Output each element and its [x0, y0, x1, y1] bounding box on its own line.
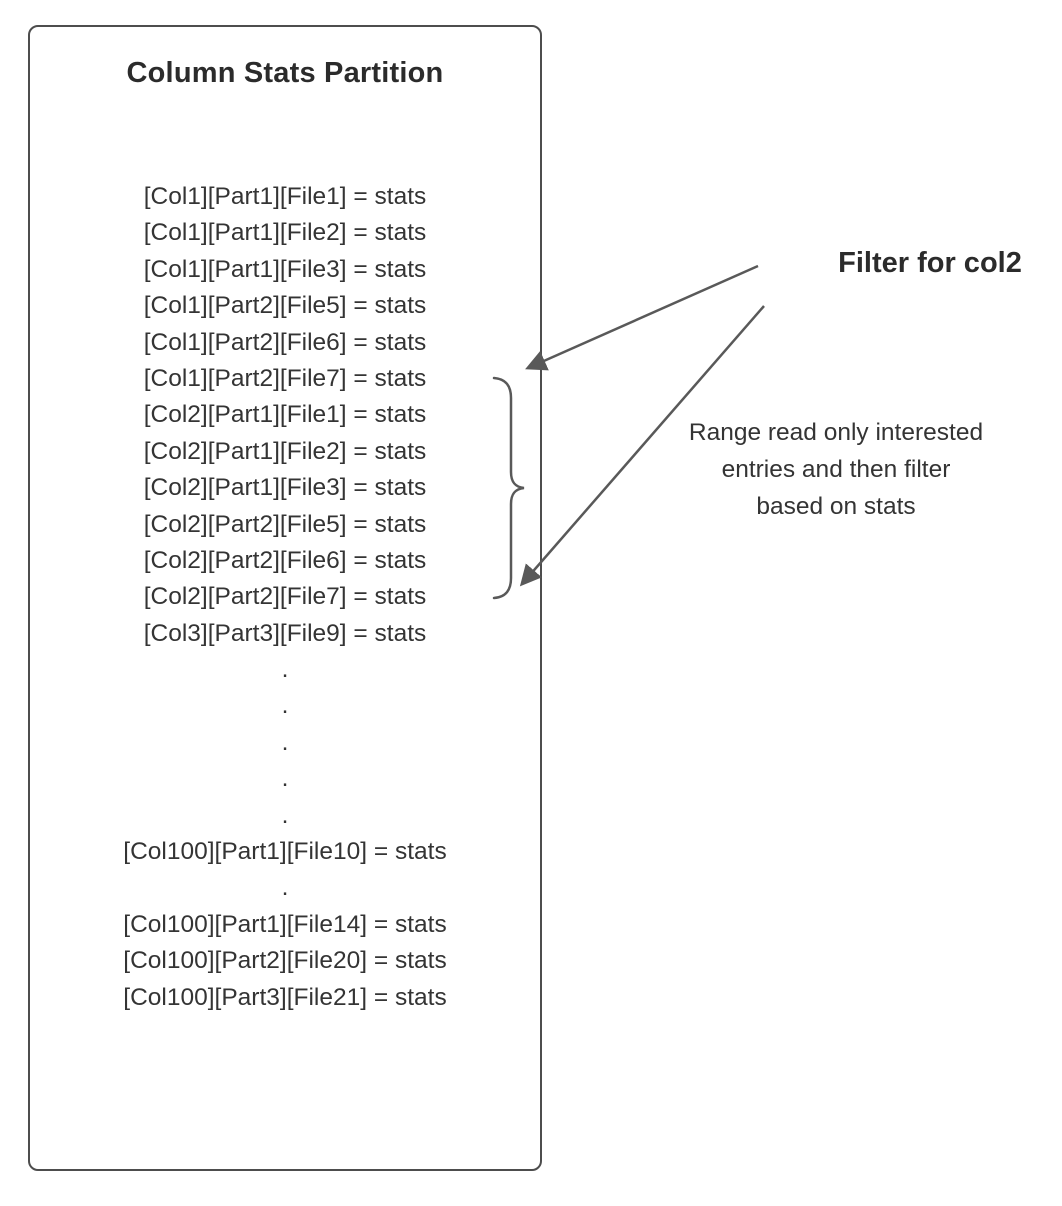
stats-entry: [Col3][Part3][File9] = stats: [143, 619, 427, 647]
stats-entry: [Col1][Part1][File1] = stats: [143, 183, 427, 210]
stats-entry: [Col100][Part1][File10] = stats: [123, 838, 447, 866]
stats-entry: [Col2][Part2][File6] = stats: [143, 546, 427, 574]
stats-entry: [Col100][Part2][File20] = stats: [123, 947, 447, 975]
stats-entry: .: [281, 801, 289, 829]
filter-for-col2-label: Filter for col2: [838, 247, 1022, 279]
stats-entry: [Col100][Part3][File21] = stats: [123, 983, 447, 1011]
range-read-note: Range read only interested entries and t…: [688, 419, 984, 520]
stats-entry-list: [Col1][Part1][File1] = stats [Col1][Part1…: [30, 179, 540, 1016]
stats-entry: .: [281, 765, 289, 793]
stats-entry: [Col100][Part1][File14] = stats: [123, 910, 447, 938]
stats-entry: [Col2][Part1][File1] = stats: [143, 401, 427, 429]
stats-entry: [Col1][Part2][File6] = stats: [143, 328, 427, 356]
column-stats-partition-box: Column Stats Partition [Col1][Part1][Fil…: [28, 25, 542, 1171]
stats-entry: .: [281, 728, 289, 756]
filter-arrow-top: [525, 264, 759, 371]
stats-entry: [Col1][Part2][File7] = stats: [143, 364, 427, 392]
stats-entry: [Col1][Part2][File5] = stats: [143, 292, 427, 320]
stats-entry: [Col2][Part1][File3] = stats: [143, 474, 427, 502]
stats-entry: .: [281, 692, 289, 720]
box-title: Column Stats Partition: [126, 57, 444, 89]
stats-entry: [Col1][Part1][File2] = stats: [143, 219, 427, 247]
stats-entry: [Col2][Part2][File5] = stats: [143, 510, 427, 538]
stats-entry: .: [281, 874, 289, 902]
stats-entry: [Col1][Part1][File3] = stats: [143, 255, 427, 283]
stats-entry: .: [281, 656, 289, 684]
stats-entry: [Col2][Part1][File2] = stats: [143, 437, 427, 465]
stats-entry: [Col2][Part2][File7] = stats: [143, 583, 427, 611]
